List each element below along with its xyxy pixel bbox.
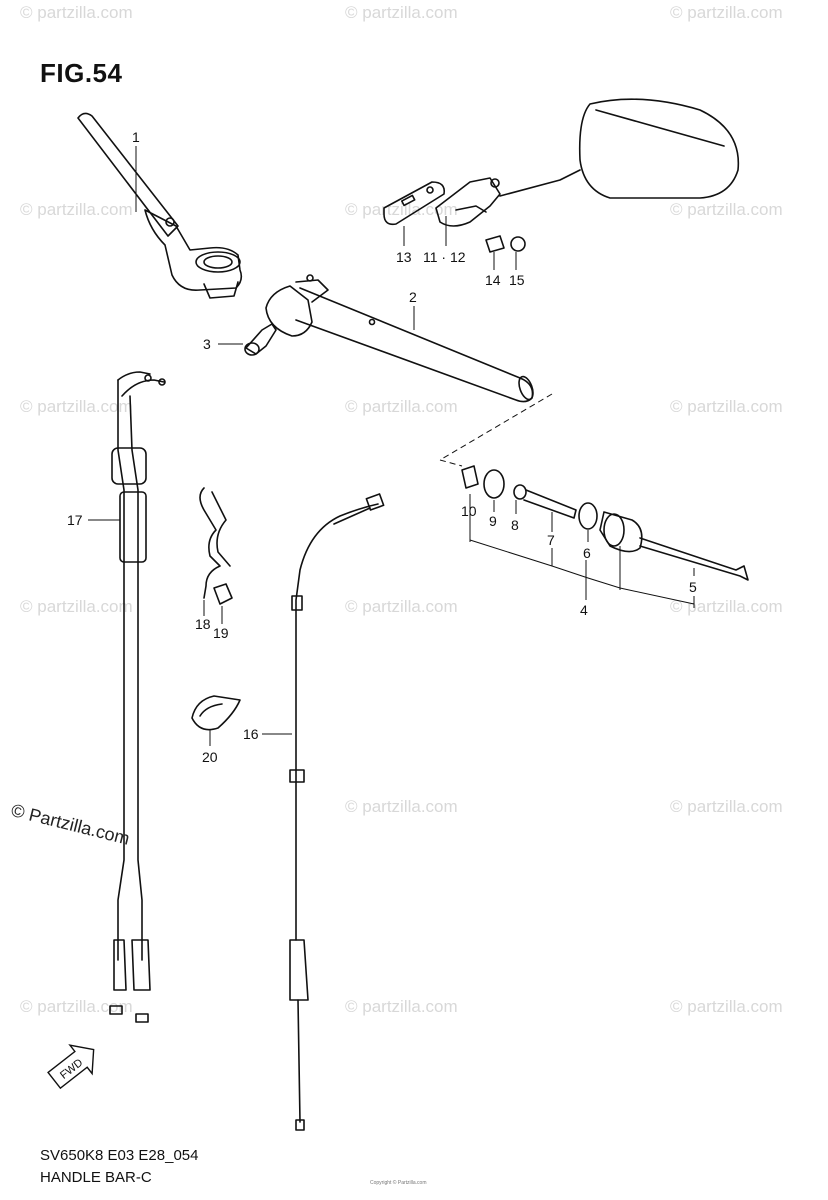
callout-16: 16 [243, 726, 259, 742]
watermark: © partzilla.com [20, 597, 133, 616]
watermark: © partzilla.com [670, 797, 783, 816]
part-bar-end-assembly[interactable] [461, 465, 749, 581]
part-plate-13[interactable] [383, 181, 446, 226]
watermark: © partzilla.com [345, 597, 458, 616]
callout-17: 17 [67, 512, 83, 528]
callout-6: 6 [583, 545, 591, 561]
part-clutch-cable[interactable] [289, 493, 385, 1131]
part-10 [461, 465, 479, 489]
watermark: © partzilla.com [670, 597, 783, 616]
watermark: © partzilla.com [20, 3, 133, 22]
fine-print: Copyright © Partzilla.com [370, 1180, 427, 1186]
callout-10: 10 [461, 503, 477, 519]
figure-title: FIG.54 [40, 58, 123, 88]
watermark: © partzilla.com [670, 997, 783, 1016]
watermark: © partzilla.com [670, 3, 783, 22]
callout-3: 3 [203, 336, 211, 352]
part-screw-19[interactable] [213, 583, 233, 605]
part-mirror[interactable] [435, 98, 740, 227]
front-direction-marker: FWD [47, 1044, 95, 1090]
callout-labels: 1 2 3 4 5 6 7 8 9 10 11 · 12 13 14 15 16… [67, 129, 697, 765]
callout-19: 19 [213, 625, 229, 641]
watermark: © partzilla.com [670, 397, 783, 416]
watermark: © partzilla.com [20, 200, 133, 219]
diagram-name: HANDLE BAR-C [40, 1169, 152, 1186]
callout-1: 1 [132, 129, 140, 145]
callout-14: 14 [485, 272, 501, 288]
part-9 [483, 469, 505, 499]
callout-7: 7 [547, 532, 555, 548]
watermark: © partzilla.com [345, 797, 458, 816]
watermark: © partzilla.com [345, 3, 458, 22]
diagram-code: SV650K8 E03 E28_054 [40, 1147, 199, 1164]
callout-11-12: 11 · 12 [423, 249, 466, 265]
part-handlebar-left[interactable] [77, 112, 243, 299]
part-8 [513, 484, 527, 500]
callout-2: 2 [409, 289, 417, 305]
part-handlebar-right[interactable] [265, 274, 536, 403]
watermark-grid: © partzilla.com © partzilla.com © partzi… [20, 3, 783, 1016]
part-screw-14[interactable] [485, 235, 505, 253]
watermark: © partzilla.com [345, 997, 458, 1016]
part-clamp-18[interactable] [199, 487, 231, 599]
watermark: © partzilla.com [345, 200, 458, 219]
callout-20: 20 [202, 749, 218, 765]
part-6 [578, 502, 598, 530]
callout-15: 15 [509, 272, 525, 288]
callout-18: 18 [195, 616, 211, 632]
watermark: © partzilla.com [670, 200, 783, 219]
watermark: © partzilla.com [20, 997, 133, 1016]
part-bolt-3[interactable] [244, 323, 277, 356]
callout-9: 9 [489, 513, 497, 529]
watermark: © partzilla.com [345, 397, 458, 416]
callout-8: 8 [511, 517, 519, 533]
part-throttle-cable[interactable] [109, 371, 166, 1023]
part-cap-15[interactable] [510, 236, 526, 252]
watermark: © partzilla.com [20, 397, 133, 416]
callout-4: 4 [580, 602, 588, 618]
part-clip-20[interactable] [191, 695, 241, 731]
callout-5: 5 [689, 579, 697, 595]
callout-13: 13 [396, 249, 412, 265]
